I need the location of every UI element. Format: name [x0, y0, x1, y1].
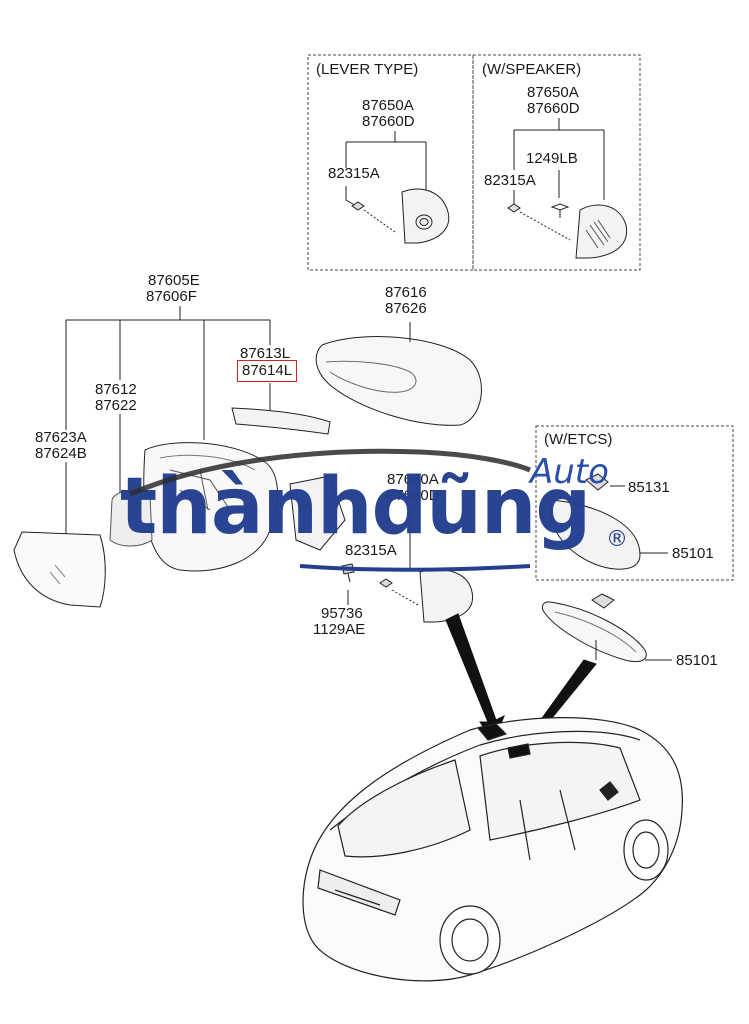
w-speaker-clip-label: 82315A: [484, 172, 536, 189]
etcs-mirror: [550, 473, 668, 570]
car-illustration: [302, 717, 683, 982]
w-speaker-code-bottom: 87660D: [527, 100, 580, 117]
holder-code-top: 87612: [95, 381, 137, 398]
arrow-left: [445, 613, 505, 744]
lamp-code-bottom: 87614L: [236, 360, 298, 382]
lever-type-title: (LEVER TYPE): [316, 61, 419, 78]
watermark-registered-mark: ®: [606, 527, 628, 552]
inner-clip-label: 82315A: [345, 542, 397, 559]
w-speaker-code-top: 87650A: [527, 84, 579, 101]
lever-type-box: [307, 54, 474, 271]
watermark-sub: Auto: [530, 452, 609, 492]
w-speaker-bolt-label: 1249LB: [526, 150, 578, 167]
w-etcs-mirror-code: 85101: [672, 545, 714, 562]
lever-type-code-bottom: 87660D: [362, 113, 415, 130]
actuator: [109, 490, 153, 547]
side-lamp: [231, 407, 331, 435]
glass-code-bottom: 87624B: [35, 445, 87, 462]
w-etcs-sensor-code: 85131: [628, 479, 670, 496]
watermark-brand: thànhdũng: [120, 462, 591, 552]
inside-mirror-code: 85101: [676, 652, 718, 669]
cover-code-bottom: 87626: [385, 300, 427, 317]
holder-code-bottom: 87622: [95, 397, 137, 414]
lever-type-housing: [351, 188, 450, 244]
assembly-code-bottom: 87606F: [146, 288, 197, 305]
w-speaker-box: [472, 54, 641, 271]
assembly-leaders: [65, 306, 271, 540]
w-etcs-box: [535, 425, 734, 581]
screw-code-bottom: 1129AE: [313, 621, 366, 638]
screw: [341, 563, 355, 605]
mirror-glass: [13, 531, 106, 608]
screw-code-top: 95736: [321, 605, 363, 622]
lever-type-code-top: 87650A: [362, 97, 414, 114]
cover-code-top: 87616: [385, 284, 427, 301]
lamp-code-top: 87613L: [240, 345, 291, 362]
glass-code-top: 87623A: [35, 429, 87, 446]
assembly-code-top: 87605E: [148, 272, 200, 289]
lever-type-clip-label: 82315A: [328, 165, 380, 182]
mirror-cover: [315, 336, 482, 426]
inside-mirror: [541, 593, 672, 663]
w-etcs-title: (W/ETCS): [544, 431, 613, 448]
w-speaker-title: (W/SPEAKER): [482, 61, 582, 78]
w-speaker-housing: [507, 203, 628, 259]
w-speaker-leaders: [513, 118, 605, 205]
